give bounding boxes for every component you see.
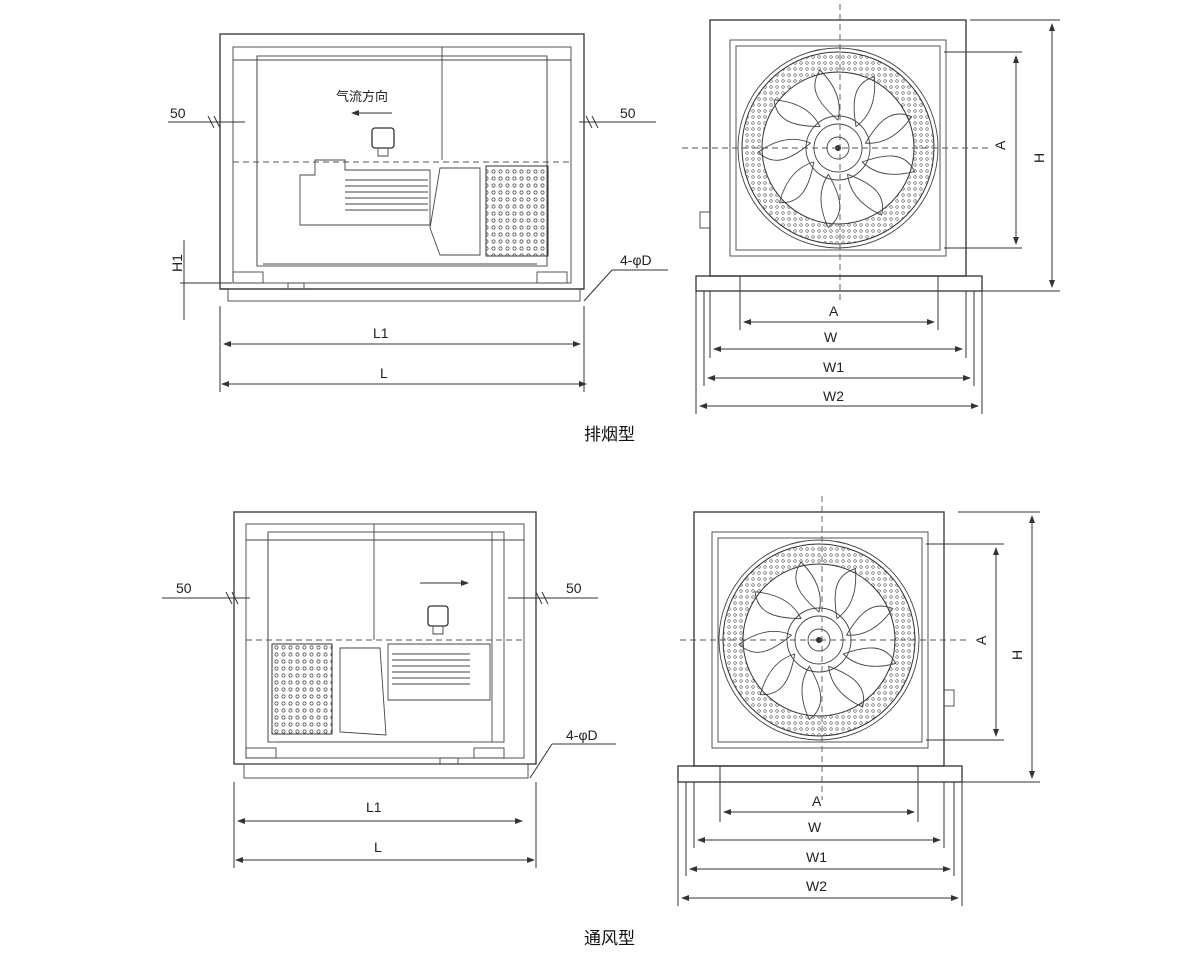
side-view-ventilation: 50 50 4-φD L1 L xyxy=(162,511,616,868)
l1-label-2: L1 xyxy=(366,799,382,815)
l-label: L xyxy=(380,365,388,381)
a-width-label-2: A xyxy=(812,793,822,809)
caption-exhaust: 排烟型 xyxy=(584,425,635,445)
w-label-2: W xyxy=(808,819,822,835)
front-view-ventilation: A H A W W1 W2 xyxy=(677,496,1040,906)
left-offset-label: 50 xyxy=(170,105,186,121)
w2-label-2: W2 xyxy=(806,878,827,894)
l-label-2: L xyxy=(374,839,382,855)
a-height-label-2: A xyxy=(973,635,989,645)
h-height-label-2: H xyxy=(1009,650,1025,660)
w-label: W xyxy=(824,329,838,345)
left-offset-label-2: 50 xyxy=(176,580,192,596)
w1-label-2: W1 xyxy=(806,849,827,865)
front-view-exhaust: A H A W W1 W2 xyxy=(682,4,1060,414)
airflow-label: 气流方向 xyxy=(336,89,388,105)
right-offset-label-2: 50 xyxy=(566,580,582,596)
l1-label: L1 xyxy=(373,325,389,341)
w1-label: W1 xyxy=(823,359,844,375)
w2-label: W2 xyxy=(823,388,844,404)
h1-label: H1 xyxy=(169,254,185,272)
a-width-label: A xyxy=(829,303,839,319)
a-height-label: A xyxy=(992,140,1008,150)
hole-label-2: 4-φD xyxy=(566,727,598,743)
h-height-label: H xyxy=(1031,153,1047,163)
right-offset-label: 50 xyxy=(620,105,636,121)
side-view-exhaust: 气流方向 50 50 H1 4-φD L1 L xyxy=(168,33,668,392)
hole-label: 4-φD xyxy=(620,252,652,268)
caption-ventilation: 通风型 xyxy=(584,929,635,949)
